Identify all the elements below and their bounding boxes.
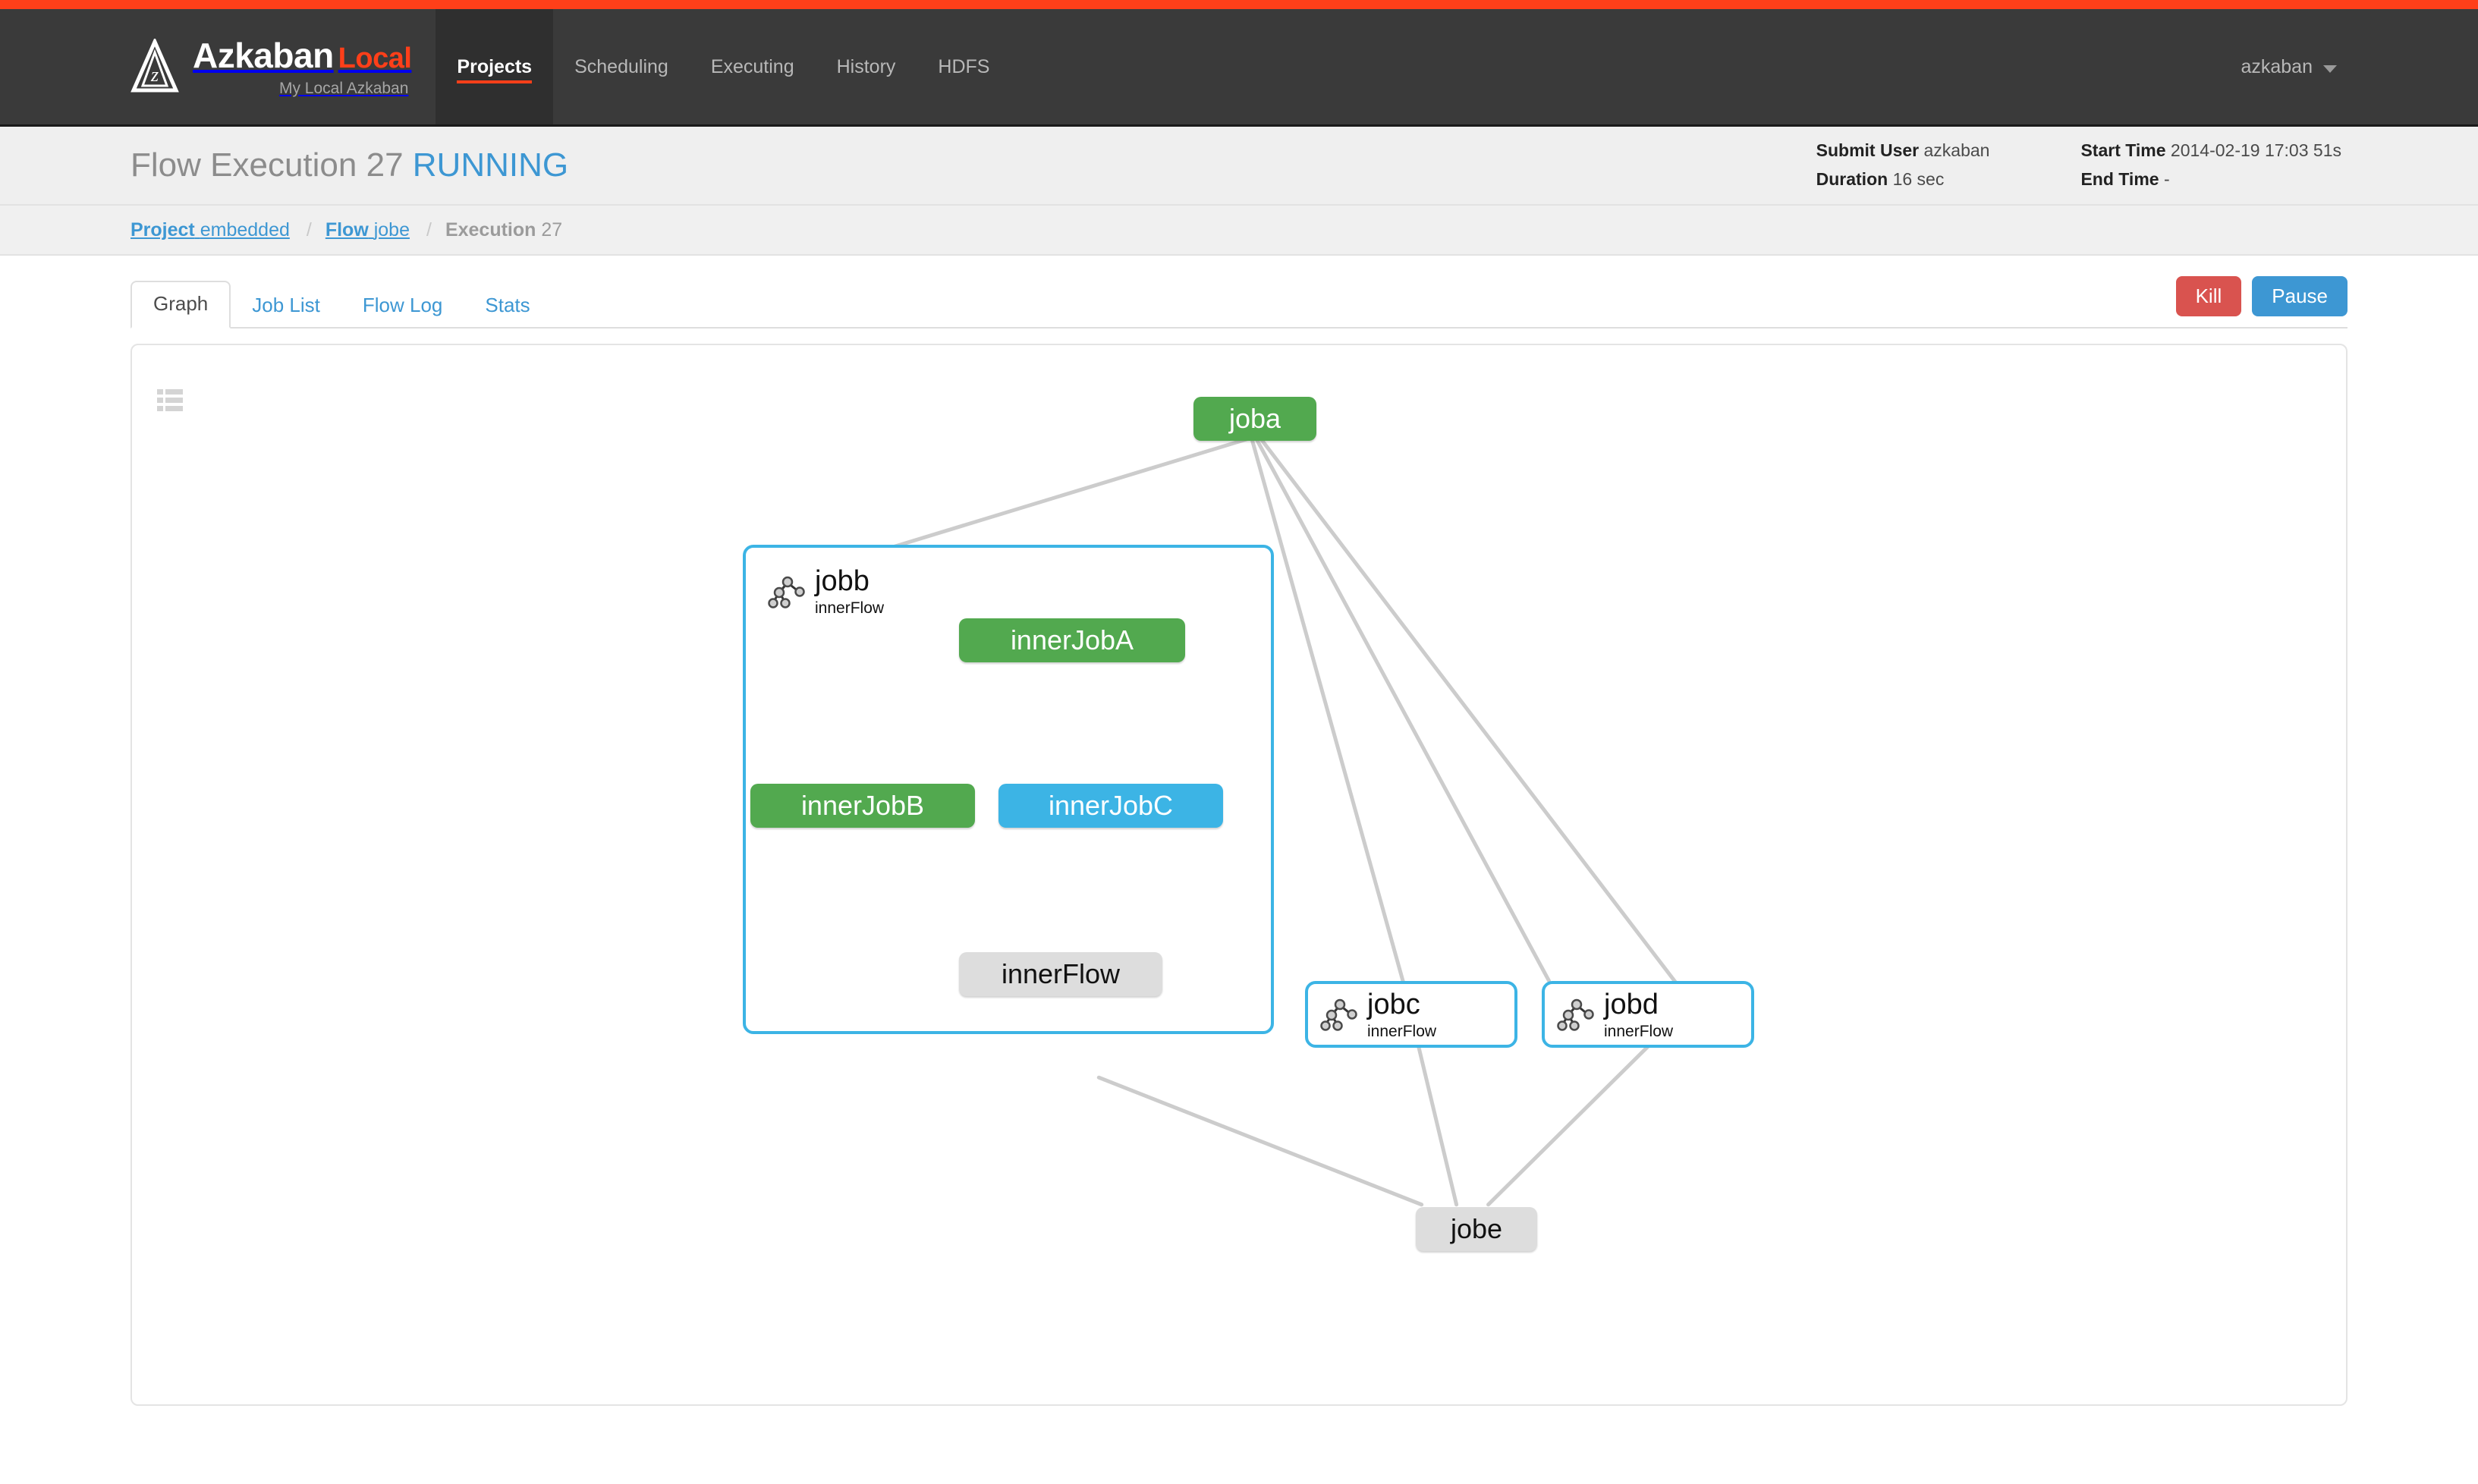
summary-duration-value: 16 sec xyxy=(1892,169,1945,189)
user-menu[interactable]: azkaban xyxy=(2241,9,2478,124)
edge-jobb-jobe xyxy=(1096,1075,1424,1207)
graph-node-joba[interactable]: joba xyxy=(1193,397,1316,441)
flow-tree-icon xyxy=(768,576,805,608)
graph-node-jobe[interactable]: jobe xyxy=(1416,1207,1537,1251)
edge-jobd-jobe xyxy=(1486,1025,1669,1207)
caret-down-icon xyxy=(2323,65,2337,73)
tab-strip: Graph Job List Flow Log Stats Kill Pause xyxy=(0,256,2478,329)
top-accent-bar xyxy=(0,0,2478,9)
breadcrumb-execution-label: Execution xyxy=(445,219,536,241)
tab-job-list[interactable]: Job List xyxy=(252,294,320,317)
breadcrumb-item-flow[interactable]: Flow jobe xyxy=(325,219,410,241)
summary-end-time-value: - xyxy=(2163,169,2170,189)
summary-submit-user: Submit User azkaban xyxy=(1816,137,1990,165)
summary-start-time: Start Time 2014-02-19 17:03 51s xyxy=(2080,137,2341,165)
edge-joba-jobc xyxy=(1250,437,1407,991)
brand-name: Azkaban xyxy=(193,35,334,75)
tab-stats[interactable]: Stats xyxy=(485,294,530,317)
page-title: Flow Execution 27 RUNNING xyxy=(131,146,568,184)
summary-submit-user-label: Submit User xyxy=(1816,140,1920,161)
flow-tree-icon xyxy=(1320,998,1357,1031)
graph-flow-name-jobd: jobd xyxy=(1604,988,1659,1020)
graph-flow-node-jobd[interactable]: jobd innerFlow xyxy=(1542,981,1754,1048)
edge-joba-jobb xyxy=(888,437,1250,550)
brand-subtitle: My Local Azkaban xyxy=(278,79,409,97)
nav-link-history[interactable]: History xyxy=(836,55,896,77)
page-title-prefix: Flow Execution xyxy=(131,146,357,184)
breadcrumb-separator: / xyxy=(426,219,432,241)
tab-flow-log[interactable]: Flow Log xyxy=(362,294,443,317)
summary-duration-label: Duration xyxy=(1816,169,1888,189)
summary-submit-user-value: azkaban xyxy=(1923,140,1990,161)
graph-flow-name-jobc: jobc xyxy=(1367,988,1420,1020)
user-menu-label: azkaban xyxy=(2241,55,2313,77)
graph-flow-sub-jobc: innerFlow xyxy=(1367,1022,1437,1040)
graph-node-innerJobB[interactable]: innerJobB xyxy=(750,784,975,828)
page-title-exec-id: 27 xyxy=(366,146,404,184)
graph-flow-header-jobb[interactable]: jobb innerFlow xyxy=(768,567,884,616)
kill-button[interactable]: Kill xyxy=(2175,276,2242,316)
graph-node-innerJobA[interactable]: innerJobA xyxy=(959,618,1185,662)
nav-link-hdfs[interactable]: HDFS xyxy=(938,55,990,77)
graph-flow-node-jobc[interactable]: jobc innerFlow xyxy=(1305,981,1517,1048)
pause-button[interactable]: Pause xyxy=(2252,276,2347,316)
graph-panel: joba jobb innerFlow innerJobA inne xyxy=(131,344,2347,1406)
summary-start-time-label: Start Time xyxy=(2080,140,2166,161)
tabs: Graph Job List Flow Log Stats xyxy=(131,256,2347,329)
brand-suffix: Local xyxy=(338,42,412,74)
azkaban-logo-icon: z xyxy=(131,39,179,93)
execution-actions: Kill Pause xyxy=(2175,276,2347,316)
breadcrumb-separator: / xyxy=(306,219,312,241)
edge-joba-jobe xyxy=(1259,437,1695,1008)
nav-link-scheduling[interactable]: Scheduling xyxy=(574,55,668,77)
breadcrumb: Project embedded / Flow jobe / Execution… xyxy=(0,206,2478,256)
graph-flow-sub-jobd: innerFlow xyxy=(1604,1022,1674,1040)
nav-link-executing[interactable]: Executing xyxy=(710,55,794,77)
breadcrumb-item-project[interactable]: Project embedded xyxy=(131,219,290,241)
breadcrumb-flow-value: jobe xyxy=(373,219,410,241)
graph-flow-name-jobb: jobb xyxy=(815,565,870,597)
summary-start-time-value: 2014-02-19 17:03 51s xyxy=(2170,140,2341,161)
flow-tree-icon xyxy=(1557,998,1594,1031)
summary-end-time: End Time - xyxy=(2080,165,2341,194)
graph-node-innerJobC[interactable]: innerJobC xyxy=(998,784,1223,828)
breadcrumb-item-execution: Execution 27 xyxy=(445,219,562,241)
edge-joba-jobd xyxy=(1254,437,1551,983)
breadcrumb-project-label: Project xyxy=(131,219,195,241)
page-header: Flow Execution 27 RUNNING Submit User az… xyxy=(0,127,2478,206)
summary-end-time-label: End Time xyxy=(2080,169,2159,189)
summary-col-user: Submit User azkaban Duration 16 sec xyxy=(1816,137,2081,194)
tab-graph[interactable]: Graph xyxy=(131,281,231,329)
breadcrumb-execution-value: 27 xyxy=(541,219,563,241)
graph-node-innerFlow[interactable]: innerFlow xyxy=(959,952,1162,996)
svg-text:z: z xyxy=(150,64,159,86)
graph-flow-sub-jobb: innerFlow xyxy=(815,599,885,617)
breadcrumb-flow-label: Flow xyxy=(325,219,369,241)
execution-summary: Submit User azkaban Duration 16 sec Star… xyxy=(1816,137,2341,194)
nav-links: Projects Scheduling Executing History HD… xyxy=(436,9,1011,124)
summary-col-time: Start Time 2014-02-19 17:03 51s End Time… xyxy=(2080,137,2341,194)
summary-duration: Duration 16 sec xyxy=(1816,165,1990,194)
breadcrumb-project-value: embedded xyxy=(200,219,290,241)
nav-link-projects[interactable]: Projects xyxy=(436,9,554,124)
edge-jobc-jobe xyxy=(1412,1025,1459,1207)
status-badge: RUNNING xyxy=(412,146,569,184)
